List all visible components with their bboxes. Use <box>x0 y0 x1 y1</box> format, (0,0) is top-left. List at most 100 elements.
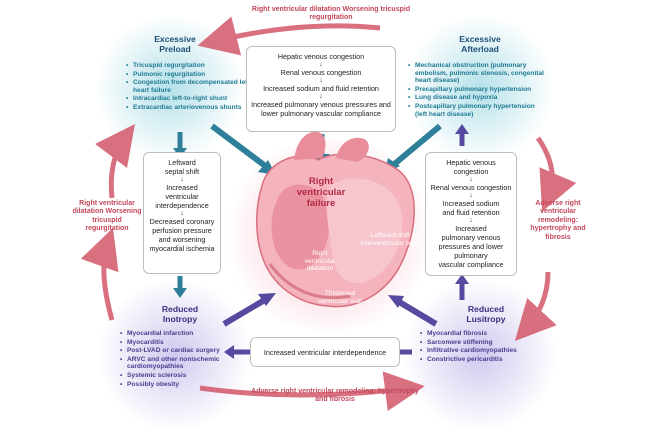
box-left-step: and worsening <box>158 235 206 244</box>
preload-title-line1: Excessive <box>154 34 196 44</box>
cycle-label-bottom-line2: remodeling: hypertrophy and fibrosis <box>315 388 419 404</box>
heart-illustration <box>255 131 415 308</box>
heart-label-dilatation-line2: ventricular <box>304 257 336 265</box>
cycle-label-right-line: ventricular <box>540 208 576 216</box>
box-right-step: vascular compliance <box>438 260 504 269</box>
afterload-cause-item: Mechanical obstruction (pulmonary emboli… <box>408 62 544 85</box>
inotropy-causes-list: Myocardial infarction Myocarditis Post-L… <box>120 330 250 389</box>
inotropy-cause-item: Systemic sclerosis <box>120 372 250 380</box>
lusitropy-title: Reduced Lusitropy <box>446 304 526 324</box>
cycle-arrow-right-lower <box>514 271 557 342</box>
cycle-label-top-line1: Right ventricular dilatation <box>251 6 341 13</box>
lusitropy-cause-item: Constrictive pericarditis <box>420 356 550 364</box>
box-left-step: myocardial ischemia <box>149 244 215 253</box>
heart-label-wall-line1: Thickened <box>324 290 356 297</box>
box-top-step: Increased sodium and fluid retention <box>263 84 379 93</box>
cycle-label-top-line2: Worsening tricuspid regurgitation <box>309 6 411 22</box>
heart-label-dilatation-line1: Right <box>312 250 328 257</box>
cycle-label-left-line: Worsening <box>105 208 142 216</box>
ventricular-interdependence-box-bottom: Increased ventricular interdependence <box>250 337 400 367</box>
cycle-label-top: Right ventricular dilatation Worsening t… <box>236 6 426 23</box>
box-left-step: interdependence <box>155 201 209 210</box>
afterload-title-line1: Excessive <box>459 34 501 44</box>
cycle-label-right-line: and fibrosis <box>545 225 586 241</box>
box-left-step: Leftward <box>168 158 196 167</box>
cycle-arrow-right <box>535 136 577 212</box>
heart-label-wall: Thickened ventricular wall <box>304 290 376 305</box>
cycle-label-right-line: right <box>565 200 581 207</box>
inotropy-cause-item: Myocarditis <box>120 339 250 347</box>
heart-label-wall-line2: ventricular wall <box>318 297 362 305</box>
inotropy-cause-item: ARVC and other nonischemic cardiomyopath… <box>120 356 250 371</box>
inotropy-title-line1: Reduced <box>161 304 199 314</box>
cycle-label-right: Adverse right ventricular remodeling: hy… <box>520 200 596 242</box>
box-right-step: Increased <box>455 224 487 233</box>
down-arrow-icon: ↓ <box>180 176 184 183</box>
inotropy-title-line2: Inotropy <box>162 314 198 324</box>
down-arrow-icon: ↓ <box>319 77 323 84</box>
preload-cause-item: Pulmonic regurgitation <box>126 71 254 79</box>
cycle-label-right-line: hypertrophy <box>530 225 572 233</box>
preload-to-heart-arrow <box>210 123 270 171</box>
down-arrow-icon: ↓ <box>469 192 473 199</box>
heart-title-line1: Right <box>308 176 334 187</box>
box-right-step: pulmonary venous <box>441 233 501 242</box>
cycle-label-left-line: ventricular <box>99 200 135 207</box>
down-arrow-icon: ↓ <box>180 210 184 217</box>
down-arrow-icon: ↓ <box>469 217 473 224</box>
box-left-step: Decreased coronary <box>149 217 215 226</box>
box-top-step: lower pulmonary vascular compliance <box>261 109 381 118</box>
down-arrow-icon: ↓ <box>319 61 323 68</box>
venous-congestion-box-right: Hepatic venous congestion ↓ Renal venous… <box>425 152 517 276</box>
box-top-step: Hepatic venous congestion <box>277 52 365 61</box>
box-right-step: pressures and lower pulmonary <box>438 242 504 260</box>
preload-cause-item: Extracardiac arteriovenous shunts <box>126 104 254 112</box>
cycle-label-left-line: dilatation <box>72 208 104 216</box>
preload-causes-list: Tricuspid regurgitation Pulmonic regurgi… <box>126 62 254 113</box>
cycle-label-left-line: regurgitation <box>85 225 129 233</box>
preload-cause-item: Intracardiac left-to-right shunt <box>126 95 254 103</box>
afterload-to-heart-arrow <box>390 123 442 169</box>
cycle-label-right-line: Adverse <box>535 200 564 207</box>
lusitropy-cause-item: Sarcomere stiffening <box>420 339 550 347</box>
box-left-step: ventricular <box>165 192 199 201</box>
box-left-step: septal shift <box>164 167 200 176</box>
afterload-cause-item: Precapillary pulmonary hypertension <box>408 86 544 94</box>
afterload-cause-item: Postcapillary pulmonary hypertension (le… <box>408 103 544 118</box>
box-left-step: Increased <box>166 183 198 192</box>
cycle-arrow-bottom <box>199 371 425 411</box>
cycle-label-bottom-line1: Adverse right ventricular <box>251 388 335 395</box>
cycle-arrow-left <box>80 227 119 321</box>
box-right-step: Increased sodium <box>442 199 500 208</box>
heart-label-dilatation-line3: dilatation <box>306 265 334 273</box>
inotropy-cause-item: Possibly obesity <box>120 381 250 389</box>
lusitropy-causes-list: Myocardial fibrosis Sarcomere stiffening… <box>420 330 550 364</box>
cycle-arrow-top <box>197 16 381 56</box>
lusitropy-cause-item: Infiltrative cardiomyopathies <box>420 347 550 355</box>
lusitropy-to-heart-arrow <box>394 297 438 327</box>
box-right-step: Hepatic venous <box>446 158 496 167</box>
box-top-step: Increased pulmonary venous pressures and <box>251 100 391 109</box>
afterload-cause-item: Lung disease and hypoxia <box>408 94 544 102</box>
afterload-title: Excessive Afterload <box>430 34 530 54</box>
box-left-step: perfusion pressure <box>152 226 212 235</box>
cycle-label-left-line: Right <box>79 200 98 207</box>
cycle-label-left-line: tricuspid <box>92 216 122 224</box>
preload-title: Excessive Preload <box>120 34 230 54</box>
down-arrow-icon: ↓ <box>469 176 473 183</box>
afterload-causes-list: Mechanical obstruction (pulmonary emboli… <box>408 62 544 119</box>
box-right-step: and fluid retention <box>442 208 500 217</box>
down-arrow-icon: ↓ <box>319 93 323 100</box>
inotropy-cause-item: Post-LVAD or cardiac surgery <box>120 347 250 355</box>
venous-congestion-box-top: Hepatic venous congestion ↓ Renal venous… <box>246 46 396 132</box>
box-top-step: Renal venous congestion <box>280 68 362 77</box>
inotropy-cause-item: Myocardial infarction <box>120 330 250 338</box>
ventricular-interdependence-box-left: Leftward septal shift ↓ Increased ventri… <box>143 152 221 274</box>
heart-title: Right ventricular failure <box>286 176 356 209</box>
heart-label-septum-line1: Leftward shift of <box>370 232 418 239</box>
lusitropy-title-line2: Lusitropy <box>466 314 506 324</box>
box-right-step: congestion <box>453 167 489 176</box>
heart-title-line2: ventricular failure <box>296 187 346 209</box>
